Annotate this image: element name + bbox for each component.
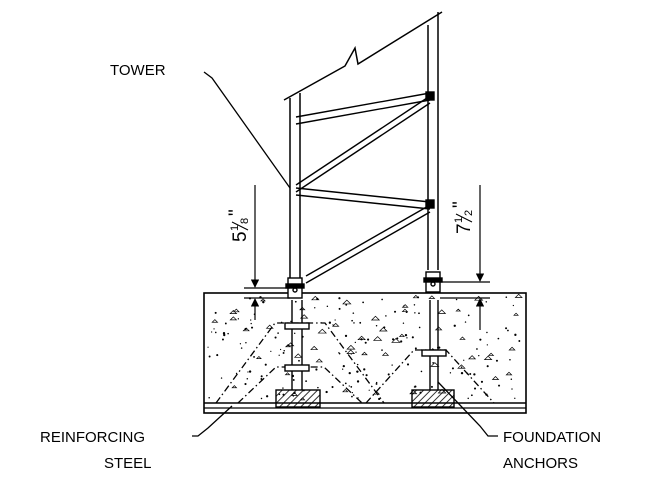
dimension-left-num: 1 xyxy=(229,225,241,231)
dimension-right-unit: " xyxy=(450,201,471,208)
anchor-bolts xyxy=(284,300,447,390)
label-reinforcing-line1: REINFORCING xyxy=(40,429,145,446)
base-plate xyxy=(204,402,526,409)
label-foundation-line2: ANCHORS xyxy=(503,455,578,472)
leader-lines xyxy=(192,71,498,437)
dimension-right-num: 1 xyxy=(453,217,465,223)
tower-legs xyxy=(289,12,439,278)
tower-lacing xyxy=(295,91,435,284)
dimension-right: 7 1 2 " xyxy=(450,201,475,234)
label-foundation-line1: FOUNDATION xyxy=(503,429,601,446)
dimension-right-whole: 7 xyxy=(454,223,475,234)
foundation-anchor-blocks xyxy=(275,389,455,408)
break-line xyxy=(283,11,443,101)
concrete-foundation xyxy=(203,292,527,414)
dimension-left-whole: 5 xyxy=(230,231,251,242)
dimension-left-unit: " xyxy=(226,209,247,216)
label-reinforcing-line2: STEEL xyxy=(104,455,152,472)
leg-base-clamps xyxy=(285,271,443,299)
dimension-left: 5 1 8 " xyxy=(226,209,251,242)
label-tower: TOWER xyxy=(110,62,166,79)
dimension-left-den: 8 xyxy=(239,218,251,224)
dimension-right-den: 2 xyxy=(463,210,475,216)
dimension-lines xyxy=(244,185,490,330)
